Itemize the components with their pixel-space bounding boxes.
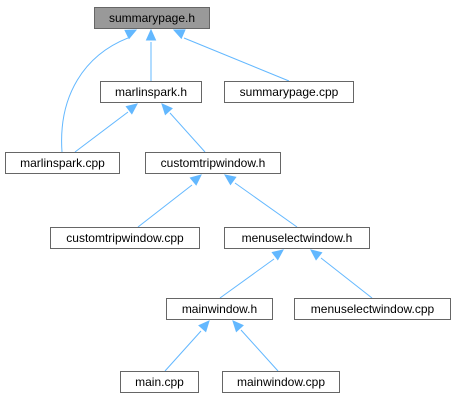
node-main-cpp[interactable]: main.cpp — [120, 371, 199, 393]
arrowhead — [198, 320, 210, 333]
node-summarypage-h: summarypage.h — [94, 7, 210, 29]
edge-main_cpp-to-mainwindow_h — [164, 320, 210, 372]
edge-marlinspark_cpp-to-summarypage_h — [61, 29, 138, 153]
edge-menuselectwindow_cpp-to-menuselectwindow_h — [310, 249, 373, 299]
edge-marlinspark_h-to-summarypage_h — [145, 28, 157, 81]
edge-mainwindow_h-to-menuselectwindow_h — [219, 249, 284, 299]
arrowhead — [271, 249, 284, 261]
node-marlinspark-cpp[interactable]: marlinspark.cpp — [5, 152, 120, 174]
node-customtripwindow-h[interactable]: customtripwindow.h — [145, 152, 281, 174]
arrowhead — [189, 174, 202, 186]
arrowhead — [224, 174, 237, 186]
edge-customtripwindow_h-to-marlinspark_h — [161, 103, 206, 153]
arrowhead — [232, 320, 244, 333]
arrowhead — [145, 28, 157, 41]
node-summarypage-cpp[interactable]: summarypage.cpp — [224, 81, 354, 103]
edge-customtripwindow_cpp-to-customtripwindow_h — [137, 174, 202, 228]
arrowhead — [172, 29, 186, 40]
edge-menuselectwindow_h-to-customtripwindow_h — [224, 174, 298, 228]
arrowhead — [125, 103, 138, 115]
node-mainwindow-h[interactable]: mainwindow.h — [166, 298, 273, 320]
edge-summarypage_cpp-to-summarypage_h — [172, 29, 290, 82]
node-menuselectwindow-cpp[interactable]: menuselectwindow.cpp — [294, 298, 451, 320]
edge-marlinspark_cpp-to-marlinspark_h — [74, 103, 138, 153]
node-marlinspark-h[interactable]: marlinspark.h — [100, 81, 202, 103]
arrowhead — [124, 29, 138, 40]
arrowhead — [310, 249, 323, 261]
arrowhead — [161, 103, 173, 116]
node-customtripwindow-cpp[interactable]: customtripwindow.cpp — [50, 227, 200, 249]
edge-mainwindow_cpp-to-mainwindow_h — [232, 320, 279, 372]
node-menuselectwindow-h[interactable]: menuselectwindow.h — [224, 227, 370, 249]
node-mainwindow-cpp[interactable]: mainwindow.cpp — [222, 371, 340, 393]
